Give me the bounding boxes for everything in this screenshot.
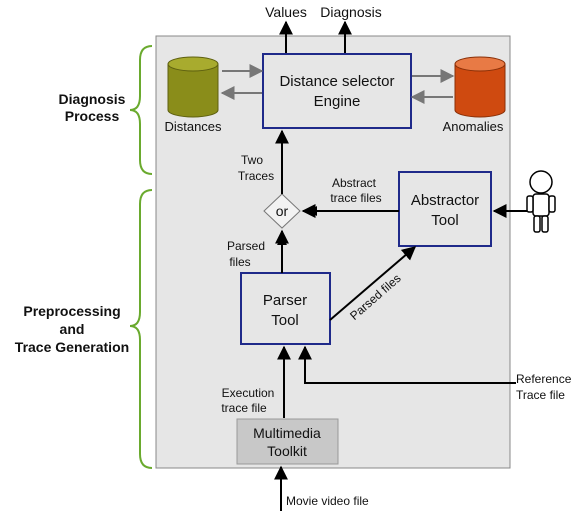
parsed-files-diagonal-arrow bbox=[329, 246, 417, 321]
movie-video-file-label: Movie video file bbox=[286, 494, 369, 508]
parser-tool bbox=[240, 272, 331, 345]
preprocessing-brace bbox=[129, 189, 153, 469]
reference-trace-line1: Reference bbox=[516, 372, 572, 386]
abstract-trace-files-line1: Abstract bbox=[332, 176, 377, 190]
preprocessing-section-line1: Preprocessing bbox=[23, 303, 120, 319]
execution-trace-line2: trace file bbox=[221, 401, 267, 415]
two-traces-line2: Traces bbox=[238, 169, 274, 183]
parsed-files-line2: files bbox=[229, 255, 250, 269]
preprocessing-section-line2: and bbox=[60, 321, 85, 337]
parser-line2: Tool bbox=[271, 312, 299, 329]
or-merge-node bbox=[263, 193, 301, 229]
distances-database-icon bbox=[167, 56, 219, 118]
diagnosis-label: Diagnosis bbox=[320, 4, 381, 20]
distance-selector-engine bbox=[262, 53, 412, 129]
abstractor-line1: Abstractor bbox=[411, 192, 479, 209]
abstract-trace-files-line2: trace files bbox=[330, 191, 381, 205]
toolkit-line1: Multimedia bbox=[253, 425, 321, 441]
execution-trace-line1: Execution bbox=[222, 386, 275, 400]
toolkit-line2: Toolkit bbox=[267, 443, 307, 459]
or-label: or bbox=[276, 203, 289, 219]
reference-trace-line2: Trace file bbox=[516, 388, 565, 402]
reference-trace-arrow bbox=[298, 345, 516, 384]
abstractor-line2: Tool bbox=[431, 212, 459, 229]
abstract-arrow-secondary-head bbox=[309, 206, 317, 216]
distances-label: Distances bbox=[164, 119, 222, 134]
multimedia-toolkit bbox=[236, 418, 339, 465]
diagnosis-section-line2: Process bbox=[65, 108, 120, 124]
engine-line1: Distance selector bbox=[279, 73, 394, 90]
parsed-arrow-secondary-head bbox=[277, 237, 287, 245]
parser-line1: Parser bbox=[263, 292, 307, 309]
abstractor-tool bbox=[398, 171, 492, 247]
diagnosis-brace bbox=[129, 45, 153, 175]
two-traces-line1: Two bbox=[241, 153, 263, 167]
user-figure-icon bbox=[526, 170, 556, 233]
parsed-files-line1: Parsed bbox=[227, 239, 265, 253]
diagnosis-section-line1: Diagnosis bbox=[59, 91, 126, 107]
preprocessing-section-line3: Trace Generation bbox=[15, 339, 129, 355]
anomalies-label: Anomalies bbox=[443, 119, 504, 134]
engine-line2: Engine bbox=[314, 93, 361, 110]
anomalies-database-icon bbox=[454, 56, 506, 118]
values-label: Values bbox=[265, 4, 307, 20]
